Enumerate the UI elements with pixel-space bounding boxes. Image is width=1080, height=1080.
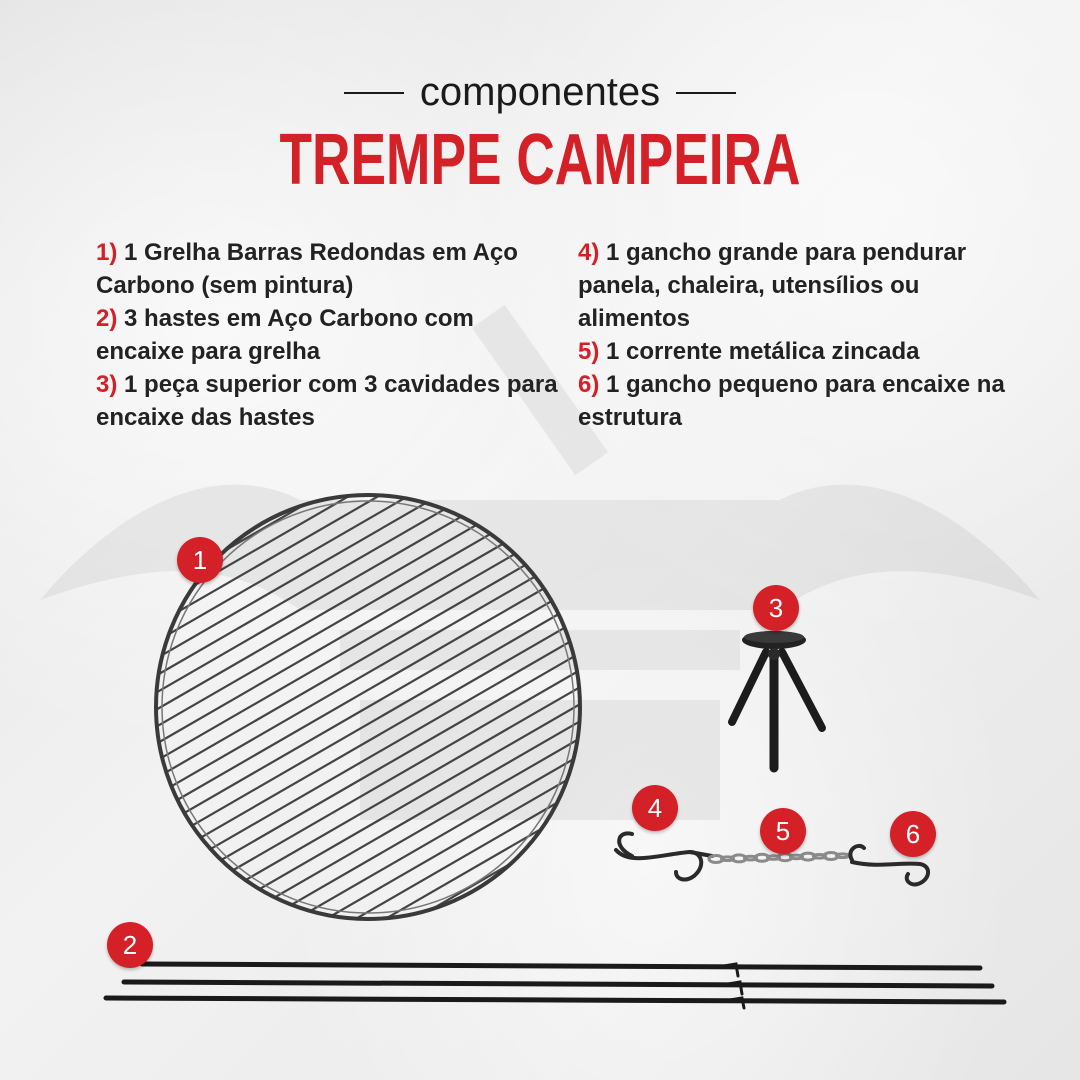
component-number: 1) bbox=[96, 239, 118, 266]
badge-5: 5 bbox=[760, 808, 806, 854]
right-rule bbox=[676, 91, 737, 94]
badge-1: 1 bbox=[177, 537, 223, 583]
component-text: 1 Grelha Barras Redondas em Aço Carbono … bbox=[96, 239, 518, 299]
component-text: 1 corrente metálica zincada bbox=[606, 338, 920, 365]
badge-4: 4 bbox=[632, 785, 678, 831]
component-number: 5) bbox=[578, 338, 600, 365]
component-text: 1 peça superior com 3 cavidades para enc… bbox=[96, 371, 558, 431]
component-text: 3 hastes em Aço Carbono com encaixe para… bbox=[96, 305, 474, 365]
component-number: 6) bbox=[578, 371, 600, 398]
left-rule bbox=[343, 91, 404, 94]
small-hook bbox=[848, 843, 930, 887]
components-list-left: 1) 1 Grelha Barras Redondas em Aço Carbo… bbox=[96, 236, 566, 434]
component-number: 2) bbox=[96, 305, 118, 332]
top-piece bbox=[728, 631, 826, 773]
badge-2: 2 bbox=[107, 922, 153, 968]
subtitle: componentes bbox=[419, 70, 661, 114]
component-item-1: 1) 1 Grelha Barras Redondas em Aço Carbo… bbox=[96, 236, 566, 302]
chain bbox=[707, 851, 850, 864]
large-hook bbox=[614, 831, 714, 882]
component-text: 1 gancho pequeno para encaixe na estrutu… bbox=[578, 371, 1005, 431]
component-item-6: 6) 1 gancho pequeno para encaixe na estr… bbox=[578, 368, 1038, 434]
badge-3: 3 bbox=[753, 585, 799, 631]
component-item-4: 4) 1 gancho grande para pendurar panela,… bbox=[578, 236, 1038, 335]
component-text: 1 gancho grande para pendurar panela, ch… bbox=[578, 239, 967, 332]
component-item-5: 5) 1 corrente metálica zincada bbox=[578, 335, 1038, 368]
component-item-3: 3) 1 peça superior com 3 cavidades para … bbox=[96, 368, 566, 434]
components-list-right: 4) 1 gancho grande para pendurar panela,… bbox=[578, 236, 1038, 434]
component-item-2: 2) 3 hastes em Aço Carbono com encaixe p… bbox=[96, 302, 566, 368]
component-number: 3) bbox=[96, 371, 118, 398]
subtitle-row: componentes bbox=[0, 70, 1080, 115]
badge-6: 6 bbox=[890, 811, 936, 857]
page-title: TREMPE CAMPEIRA bbox=[279, 120, 801, 200]
header: componentes TREMPE CAMPEIRA bbox=[0, 70, 1080, 199]
rods bbox=[103, 961, 1007, 1010]
component-number: 4) bbox=[578, 239, 600, 266]
